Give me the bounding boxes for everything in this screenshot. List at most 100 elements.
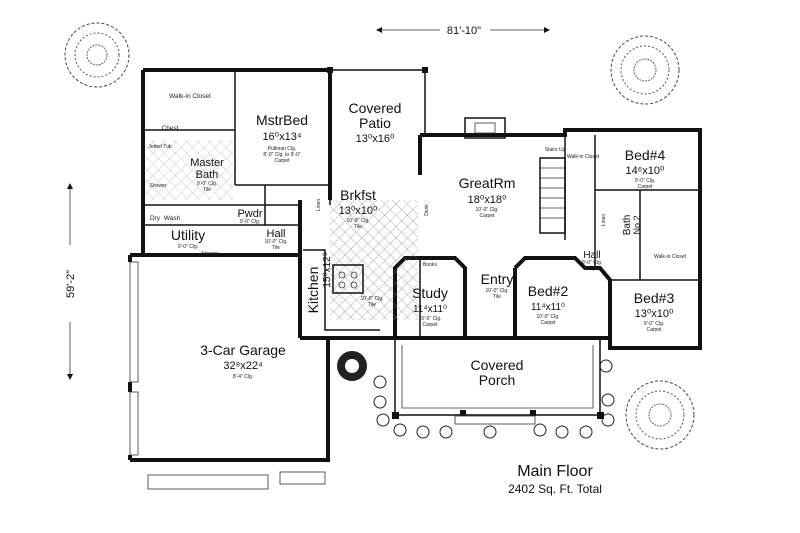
width-dimension-label: 81'-10" [447,25,481,37]
brkfst-note2: Tile [354,224,362,230]
entry-name: Entry [481,271,514,287]
room-hall-right: Hall 9'-0" Clg. Carpet [582,250,602,272]
pwdr-name: Pwdr [237,208,262,220]
side-walk [279,471,326,485]
greatrm-name: GreatRm [459,175,516,191]
depth-dimension: 59'-2" [65,183,77,380]
room-kitchen: Kitchen 15⁰x12⁰ 10'-0" Clg. Tile [305,252,384,313]
stairs-icon [539,157,566,234]
utility-name: Utility [171,227,205,243]
brkfst-dim: 13⁰x10⁰ [339,205,378,217]
bed3-note2: Carpet [646,327,662,333]
bed4-note2: Carpet [637,184,653,190]
walk-in-closet-label-master: Walk-in Closet [169,93,211,100]
greatrm-note1: 10'-0" Clg. [475,207,498,213]
greatrm-note2: Carpet [479,213,495,219]
kitchen-name: Kitchen [305,267,321,314]
kitchen-note1: 10'-0" Clg. [360,296,383,302]
utility-note: 9'-0" Clg. [178,244,198,250]
patio-dim: 13⁰x16⁰ [356,133,395,145]
kitchen-island [332,264,364,294]
room-entry: Entry 10'-0" Clg. Tile [481,271,514,300]
storage-label: Storage [201,251,219,257]
garage-note: 8'-4" Clg. [233,374,253,380]
width-dimension: 81'-10" [376,25,550,37]
hall-left-name: Hall [267,228,286,240]
room-utility: Utility 9'-0" Clg. [171,227,205,250]
books-label: Books [423,262,437,268]
entry-note1: 10'-0" Clg. [485,288,508,294]
bath2-num: No.2 [632,215,642,234]
hall-left-note1: 10'-0" Clg. [264,239,287,245]
room-bed4: Bed#4 14⁶x10⁰ 9'-0" Clg. Carpet [625,147,666,190]
kitchen-dim: 15⁰x12⁰ [322,252,333,287]
room-greatrm: GreatRm 18⁰x18⁰ 10'-0" Clg. Carpet [459,175,516,219]
bed2-dim: 11⁴x11⁰ [531,302,565,313]
hall-right-note1: 9'-0" Clg. [582,260,602,266]
room-study: Study 11⁴x11⁰ 10'-0" Clg. Carpet [412,285,448,328]
shrub-icon-porch [337,351,367,381]
dryer-label: Dry [150,215,161,222]
shower-label: Shower [150,183,167,189]
plan-subtitle: 2402 Sq. Ft. Total [508,482,602,496]
mstrbed-note2: 8'-0" Clg. to 9'-0" [263,152,300,158]
hall-right-note2: Carpet [584,266,600,272]
study-name: Study [412,285,448,301]
study-dim: 11⁴x11⁰ [413,304,447,315]
room-hall-left: Hall 10'-0" Clg. Tile [264,228,287,251]
bed3-note1: 9'-0" Clg. [644,321,664,327]
bed2-note2: Carpet [540,320,556,326]
garage-name: 3-Car Garage [200,342,286,358]
room-master-bath: Master Bath 9'-0" Clg. Tile [190,157,224,193]
room-bed3: Bed#3 13⁰x10⁰ 9'-0" Clg. Carpet [634,290,675,333]
mbath-name2: Bath [196,169,219,181]
bed3-dim: 13⁰x10⁰ [635,308,674,320]
hall-left-note2: Tile [272,245,280,251]
patio-name1: Covered [349,100,402,116]
room-covered-patio: Covered Patio 13⁰x16⁰ [349,100,402,145]
bath2-name: Bath [622,215,633,236]
tree-icon-topright [610,35,680,105]
room-pwdr: Pwdr 9'-0" Clg. [237,208,262,225]
porch-name2: Porch [479,372,516,388]
mbath-name1: Master [190,157,224,169]
front-walk [147,474,269,490]
room-covered-porch: Covered Porch [471,357,524,388]
room-garage: 3-Car Garage 32⁸x22⁴ 8'-4" Clg. [200,342,286,380]
breakfast-tile [330,200,418,320]
tree-icon-topleft [64,22,130,88]
brkfst-name: Brkfst [340,187,376,203]
room-bath2: Bath No.2 [622,215,642,236]
room-bed2: Bed#2 11⁴x11⁰ 10'-0" Clg. Carpet [528,283,569,326]
bed3-name: Bed#3 [634,290,675,306]
depth-dimension-label: 59'-2" [65,270,77,298]
greatrm-dim: 18⁰x18⁰ [468,194,507,206]
bed4-dim: 14⁶x10⁰ [626,165,665,177]
linen-label-left: Linen [316,199,322,211]
entry-note2: Tile [493,294,501,300]
mbath-note1: 9'-0" Clg. [197,181,217,187]
kitchen-counters [303,249,380,331]
interior-walls [145,72,700,338]
covered-porch [392,340,604,425]
tree-icon-bottomright [625,380,695,450]
bath-tile [145,140,233,200]
mstrbed-note3: Carpet [274,158,290,164]
bed4-note1: 9'-0" Clg. [635,178,655,184]
patio-name2: Patio [359,115,391,131]
room-brkfst: Brkfst 13⁰x10⁰ 10'-0" Clg. Tile [339,187,378,230]
walk-in-closet-label-bed4: Walk-in Closet [567,154,600,160]
study-note2: Carpet [422,322,438,328]
kitchen-note2: Tile [368,302,376,308]
bed2-name: Bed#2 [528,283,569,299]
stairs-up-label: Stairs Up [545,147,566,153]
mbath-note2: Tile [203,187,211,193]
bed2-note1: 10'-0" Clg. [536,314,559,320]
study-note1: 10'-0" Clg. [418,316,441,322]
fireplace-icon [464,117,506,139]
brkfst-note1: 10'-0" Clg. [346,218,369,224]
plan-title: Main Floor [517,463,593,480]
washer-label: Wash [164,215,181,222]
mstrbed-name: MstrBed [256,112,308,128]
linen-label-right: Linen [601,214,607,226]
